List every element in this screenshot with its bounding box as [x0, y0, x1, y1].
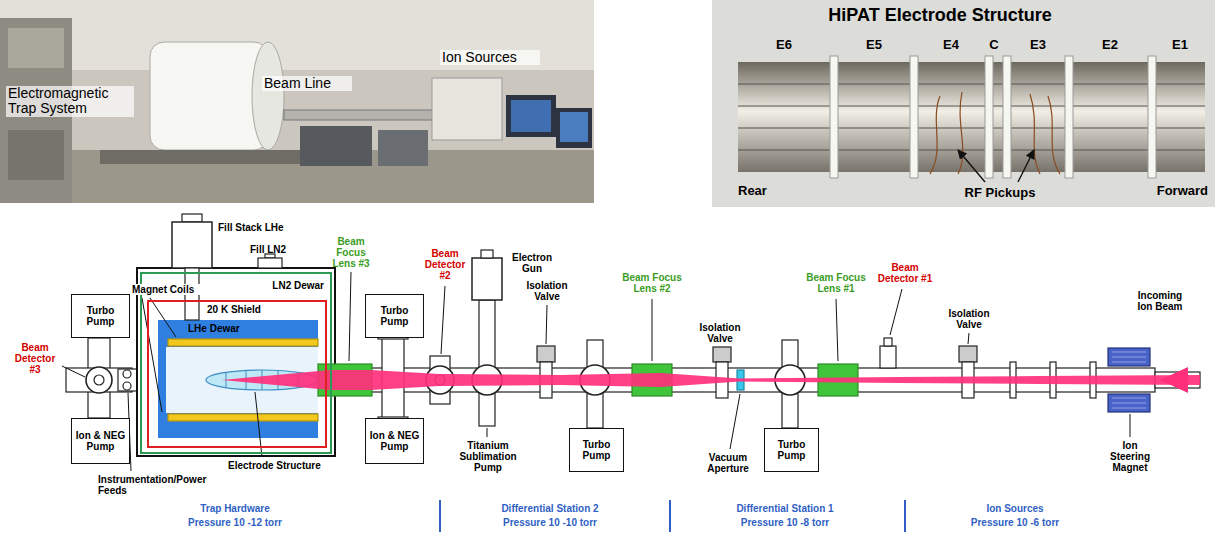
pump-box: Turbo Pump	[764, 428, 819, 472]
part-label: Vacuum Aperture	[700, 452, 756, 474]
pump-box: Ion & NEG Pump	[365, 418, 424, 464]
part-label: Ion Steering Magnet	[1102, 440, 1158, 473]
node-label: Turbo Pump	[368, 305, 421, 327]
electrode-label: C	[984, 38, 1004, 52]
region-label: Differential Station 2	[460, 503, 640, 514]
photo-label: Beam Line	[262, 76, 352, 91]
part-label: Fill Stack LHe	[218, 222, 308, 233]
region-label: Trap Hardware	[150, 503, 320, 514]
node-label: Turbo Pump	[767, 439, 816, 461]
part-label: Isolation Valve	[695, 322, 745, 344]
photo-label: Ion Sources	[440, 50, 540, 65]
pump-box: Ion & NEG Pump	[71, 418, 130, 464]
pressure-label: Pressure 10 -12 torr	[150, 517, 320, 528]
electrode-label: E4	[931, 38, 971, 52]
lens-label: Beam Focus Lens #3	[326, 236, 376, 269]
lens-label: Beam Focus Lens #1	[806, 272, 866, 294]
pressure-label: Pressure 10 -6 torr	[935, 517, 1095, 528]
part-label: Magnet Coils	[130, 284, 202, 295]
shield-region: 20 K ShieldLHe Dewar	[147, 300, 327, 448]
beamline-schematic	[62, 214, 1200, 532]
pressure-label: Pressure 10 -8 torr	[695, 517, 875, 528]
pump-box: Turbo Pump	[569, 428, 624, 472]
lab-photo	[0, 0, 594, 203]
node-label: LHe Dewar	[188, 323, 240, 334]
lens-label: Beam Focus Lens #2	[622, 272, 682, 294]
pickup-label: RF Pickups	[950, 186, 1050, 200]
part-label: Fill LN2	[250, 244, 310, 255]
electrode-label: E2	[1090, 38, 1130, 52]
electrode-photo	[712, 0, 1215, 207]
part-label: Incoming Ion Beam	[1130, 290, 1190, 312]
node-label: Ion & NEG Pump	[368, 430, 421, 452]
pressure-label: Pressure 10 -10 torr	[460, 517, 640, 528]
detector-label: Beam Detector #1	[872, 262, 938, 284]
part-label: Titanium Sublimation Pump	[455, 440, 521, 473]
region-label: Differential Station 1	[695, 503, 875, 514]
detector-label: Beam Detector #2	[420, 248, 470, 281]
dewar-region: LN2 Dewar 20 K ShieldLHe Dewar	[140, 272, 332, 454]
end-label: Forward	[1140, 184, 1208, 198]
part-label: Electrode Structure	[228, 460, 338, 471]
part-label: Isolation Valve	[944, 308, 994, 330]
photo-title: HiPAT Electrode Structure	[790, 6, 1090, 26]
dewar-region: LHe Dewar	[158, 320, 318, 438]
electrode-label: E6	[764, 38, 804, 52]
electrode-label: E3	[1018, 38, 1058, 52]
detector-label: Beam Detector #3	[10, 342, 60, 375]
pump-box: Turbo Pump	[71, 294, 130, 338]
part-label: Electron Gun	[508, 252, 556, 274]
part-label: Instrumentation/Power Feeds	[98, 474, 226, 496]
node-label: Ion & NEG Pump	[74, 430, 127, 452]
photo-label: Electromagnetic Trap System	[6, 86, 134, 117]
pump-box: Turbo Pump	[365, 294, 424, 338]
electrode-label: E5	[854, 38, 894, 52]
node-label: Turbo Pump	[74, 305, 127, 327]
node-label: LN2 Dewar	[272, 280, 324, 291]
node-label: 20 K Shield	[207, 304, 261, 315]
end-label: Rear	[738, 184, 788, 198]
part-label: Isolation Valve	[522, 280, 572, 302]
node-label: Turbo Pump	[572, 439, 621, 461]
region-label: Ion Sources	[935, 503, 1095, 514]
electrode-label: E1	[1160, 38, 1200, 52]
